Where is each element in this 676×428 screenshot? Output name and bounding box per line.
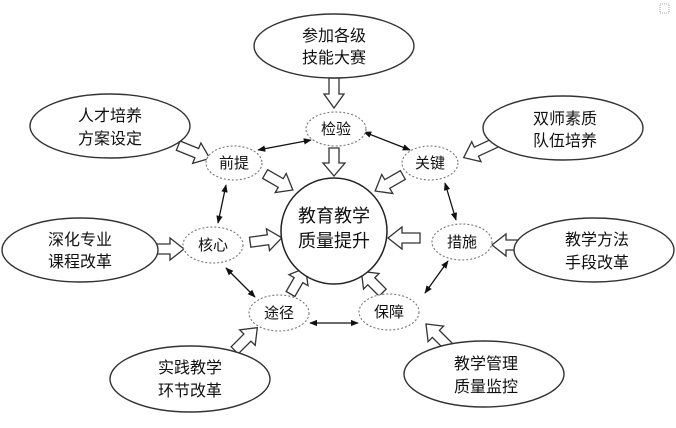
inner-node-guanjian-label: 关键 xyxy=(415,154,445,172)
inner-node-guanjian-shape xyxy=(401,145,459,181)
outer-node-jineng-line2: 技能大赛 xyxy=(302,48,366,67)
outer-node-shenhua-line2: 课程改革 xyxy=(48,252,112,271)
arrow-guanjian-to-center xyxy=(374,169,407,195)
inner-node-jianyan-label: 检验 xyxy=(321,120,351,138)
center-node: 教育教学 质量提升 xyxy=(280,177,388,285)
outer-node-jiaoxue-fangfa-shape xyxy=(513,217,675,283)
arrow-jineng-to-jianyan xyxy=(322,77,346,110)
inner-node-qianti: 前提 xyxy=(205,145,263,181)
arrow-cuoshi-to-center xyxy=(386,225,421,251)
arrow-rencai-to-qianti xyxy=(175,140,211,165)
inner-node-hexin: 核心 xyxy=(182,226,244,264)
inner-node-tujing-shape xyxy=(248,294,310,332)
outer-node-shenhua: 深化专业 课程改革 xyxy=(1,217,159,283)
inner-node-qianti-shape xyxy=(205,145,263,181)
outer-node-jiaoxue-guanli: 教学管理 质量监控 xyxy=(403,340,565,408)
inner-node-tujing-label: 途径 xyxy=(264,304,294,322)
inner-node-cuoshi-shape xyxy=(431,223,493,261)
corner-mark xyxy=(659,3,670,14)
outer-node-jiaoxue-guanli-line1: 教学管理 xyxy=(454,354,518,373)
inner-nodes: 检验 关键 措施 保障 途径 核心 前提 xyxy=(182,111,493,332)
outer-node-shuangshi-line2: 队伍培养 xyxy=(533,131,597,150)
connector-tujing-hexin xyxy=(225,267,256,298)
inner-node-hexin-shape xyxy=(182,226,244,264)
inner-node-cuoshi: 措施 xyxy=(431,223,493,261)
outer-node-jiaoxue-guanli-line2: 质量监控 xyxy=(454,377,518,396)
inner-node-jianyan: 检验 xyxy=(305,111,367,147)
inner-node-cuoshi-label: 措施 xyxy=(447,233,477,251)
inner-node-guanjian: 关键 xyxy=(401,145,459,181)
inner-node-qianti-label: 前提 xyxy=(219,154,249,172)
outer-node-shijian-shape xyxy=(109,345,271,413)
connector-cuoshi-baozhang xyxy=(424,260,449,294)
outer-node-shenhua-line1: 深化专业 xyxy=(48,230,112,249)
arrow-hexin-to-center xyxy=(248,227,283,253)
inner-node-hexin-label: 核心 xyxy=(198,236,228,254)
outer-node-jiaoxue-guanli-shape xyxy=(403,340,565,408)
outer-node-rencai: 人才培养 方案设定 xyxy=(29,93,191,159)
arrow-baozhang-to-center xyxy=(360,270,388,298)
arrow-jianyan-to-center xyxy=(321,147,347,178)
arrow-qianti-to-center xyxy=(261,168,294,194)
outer-node-rencai-shape xyxy=(29,93,191,159)
outer-node-jineng-shape xyxy=(253,13,415,79)
connector-hexin-qianti xyxy=(216,184,228,224)
outer-node-jiaoxue-fangfa-line1: 教学方法 xyxy=(565,230,629,249)
inner-node-tujing: 途径 xyxy=(248,294,310,332)
outer-node-jineng: 参加各级 技能大赛 xyxy=(253,13,415,79)
outer-node-rencai-line2: 方案设定 xyxy=(78,129,142,148)
outer-node-shijian-line2: 环节改革 xyxy=(158,381,222,400)
outer-node-jineng-line1: 参加各级 xyxy=(302,26,366,45)
connector-jianyan-qianti xyxy=(257,138,312,152)
outer-node-shuangshi-line1: 双师素质 xyxy=(533,109,597,128)
inner-node-baozhang-shape xyxy=(358,293,420,331)
outer-node-shijian-line1: 实践教学 xyxy=(158,358,222,377)
inner-node-baozhang-label: 保障 xyxy=(374,303,404,321)
ring-connectors xyxy=(216,131,458,327)
outer-nodes: 参加各级 技能大赛 双师素质 队伍培养 教学方法 手段改革 教学管理 质量监控 … xyxy=(1,13,675,413)
outer-node-rencai-line1: 人才培养 xyxy=(78,106,142,125)
center-line2: 质量提升 xyxy=(298,231,370,252)
connector-jianyan-guanjian xyxy=(363,131,411,151)
connector-guanjian-cuoshi xyxy=(443,182,458,221)
arrow-shijian-to-tujing xyxy=(230,326,259,355)
outer-node-jiaoxue-fangfa-line2: 手段改革 xyxy=(565,253,629,272)
outer-node-shuangshi-shape xyxy=(482,95,644,161)
inner-to-center-arrows xyxy=(248,147,421,298)
outer-node-shuangshi: 双师素质 队伍培养 xyxy=(482,95,644,161)
inner-node-baozhang: 保障 xyxy=(358,293,420,331)
outer-node-shijian: 实践教学 环节改革 xyxy=(109,345,271,413)
center-line1: 教育教学 xyxy=(298,206,370,227)
center-circle xyxy=(280,177,388,285)
outer-node-jiaoxue-fangfa: 教学方法 手段改革 xyxy=(513,217,675,283)
inner-node-jianyan-shape xyxy=(305,111,367,147)
outer-node-shenhua-shape xyxy=(1,217,159,283)
